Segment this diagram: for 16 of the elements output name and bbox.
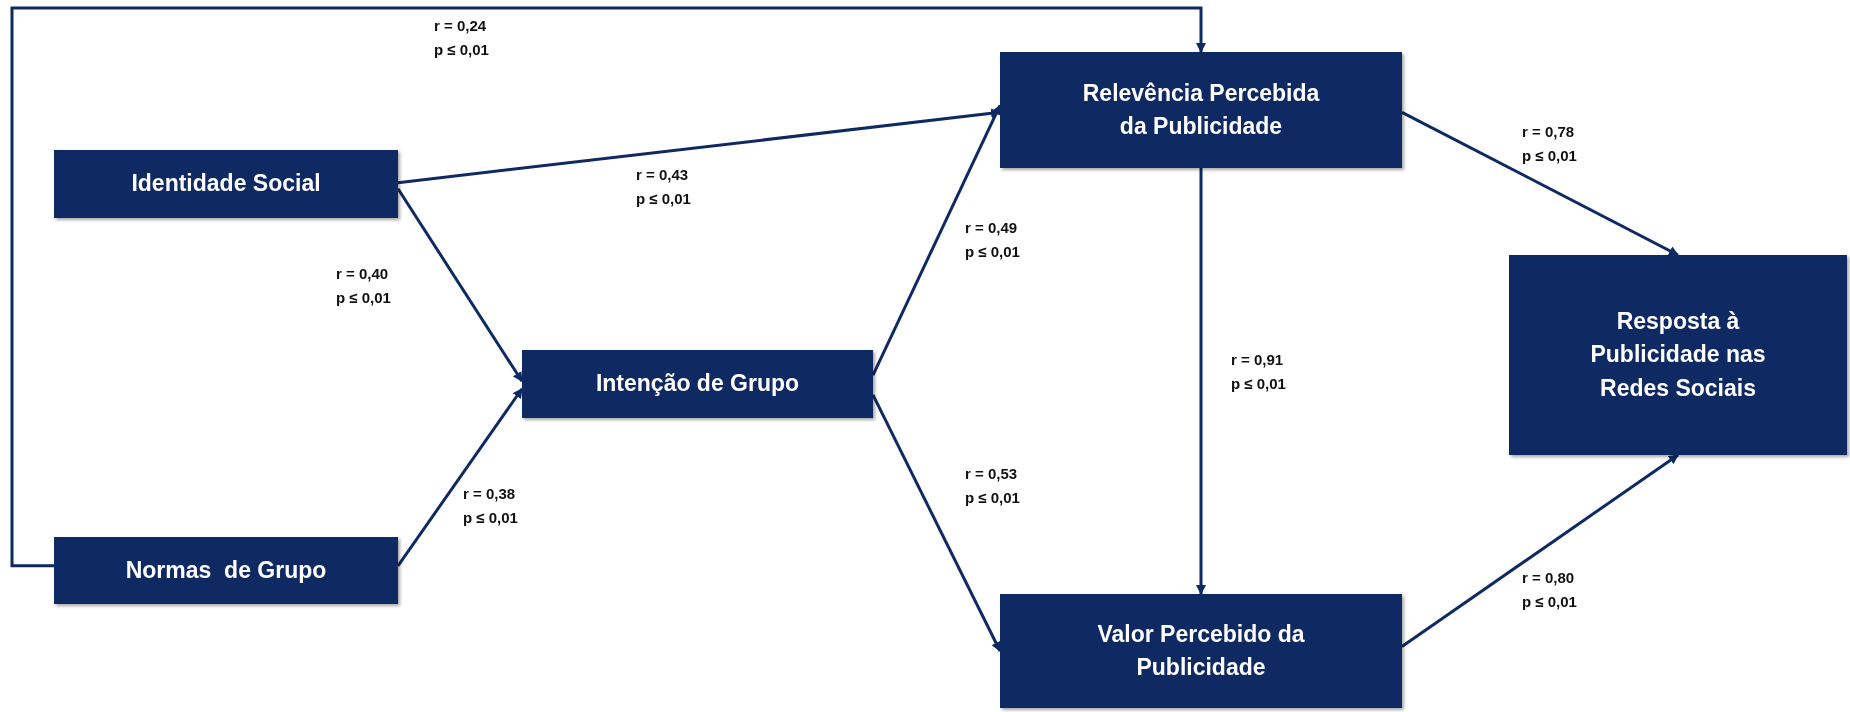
process-box xyxy=(54,150,398,218)
box-label: Normas de Grupo xyxy=(125,555,327,585)
process-box xyxy=(1509,255,1847,455)
process-box xyxy=(1000,52,1402,168)
arrow xyxy=(10,6,1206,568)
box-label: Valor Percebido da Publicidade xyxy=(1096,619,1306,682)
arrow xyxy=(1401,111,1679,257)
process-box xyxy=(54,537,398,604)
box-label: Relevência Percebida da Publicidade xyxy=(1081,78,1321,141)
box-label: Resposta à Publicidade nas Redes Sociais xyxy=(1589,307,1767,403)
process-box xyxy=(1000,594,1402,708)
arrow xyxy=(1196,168,1206,595)
box-label: Identidade Social xyxy=(131,169,321,199)
arrow xyxy=(1401,453,1679,648)
process-box xyxy=(522,350,873,418)
box-label: Intenção de Grupo xyxy=(595,369,800,399)
